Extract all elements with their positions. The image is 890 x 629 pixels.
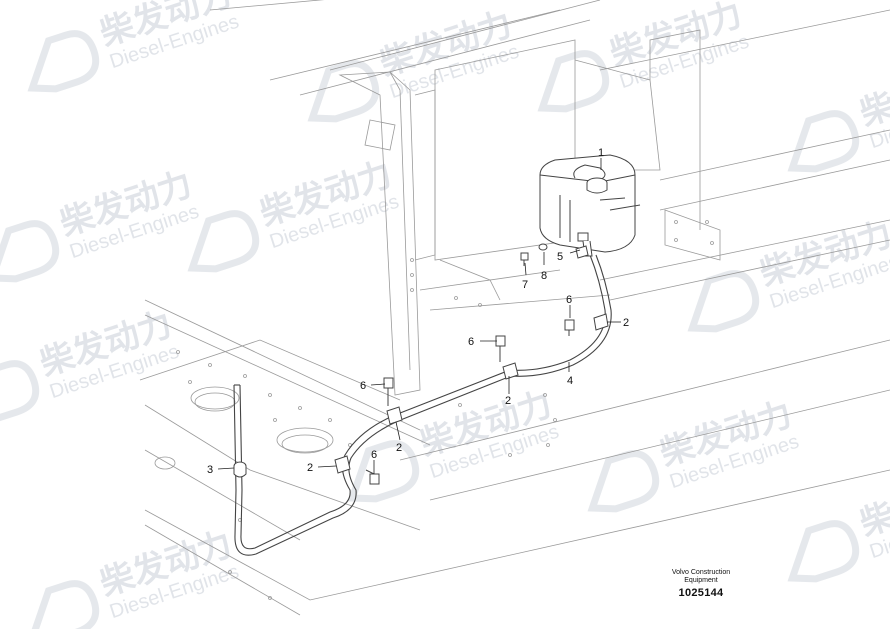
- clamp-icon: [334, 455, 351, 474]
- watermark-logo: 柴发动力 Diesel-Engines: [687, 215, 890, 333]
- callout-4: 4: [567, 375, 573, 387]
- callout-2: 2: [307, 462, 313, 474]
- hardware: [233, 243, 609, 485]
- watermark-logo: 柴发动力 Diesel-Engines: [0, 165, 202, 283]
- caption-company: Volvo Construction: [671, 569, 731, 576]
- leader-lines: [217, 158, 621, 474]
- nozzle-icon: [233, 461, 247, 478]
- callout-1: 1: [598, 147, 604, 159]
- screw-icon: [383, 377, 394, 406]
- screw-icon: [365, 469, 380, 485]
- watermark-logo: 柴发动力 Diesel-Engines: [787, 55, 890, 173]
- watermark-logo: 柴发动力 Diesel-Engines: [347, 385, 562, 503]
- callout-5: 5: [557, 251, 563, 263]
- callout-2: 2: [396, 442, 402, 454]
- clamp-icon: [386, 406, 403, 425]
- clamp-icon: [502, 362, 519, 380]
- callout-labels: 1 2 2 2 2 3 4 5 6 6 6 6 7 8: [207, 147, 629, 476]
- washer-icon: [538, 243, 548, 251]
- washer-reservoir: [539, 154, 641, 257]
- drawing-number: 1025144: [678, 587, 724, 599]
- watermark-logo: 柴发动力 Diesel-Engines: [787, 465, 890, 583]
- callout-7: 7: [522, 279, 528, 291]
- washer-hose: [233, 254, 612, 556]
- screw-icon: [520, 252, 529, 266]
- fitting-icon: [575, 245, 589, 259]
- watermark-cn: 柴发动力: [856, 55, 890, 133]
- caption-company-line2: Equipment: [684, 577, 718, 584]
- screw-icon: [495, 335, 506, 362]
- watermark-logo: 柴发动力 Diesel-Engines: [27, 0, 242, 93]
- callout-3: 3: [207, 464, 213, 476]
- watermark-logo: 柴发动力 Diesel-Engines: [187, 155, 402, 273]
- callout-2: 2: [623, 317, 629, 329]
- callout-6: 6: [468, 336, 474, 348]
- callout-6: 6: [360, 380, 366, 392]
- machine-frame: [139, 0, 890, 616]
- screw-icon: [564, 319, 575, 336]
- callout-2: 2: [505, 395, 511, 407]
- callout-8: 8: [541, 270, 547, 282]
- clamp-icon: [593, 313, 609, 331]
- watermark-logo: 柴发动力 Diesel-Engines: [537, 0, 752, 113]
- drawing-caption: Volvo Construction Equipment 1025144: [646, 569, 756, 599]
- watermark-logo: 柴发动力 Diesel-Engines: [27, 525, 242, 629]
- callout-6: 6: [566, 294, 572, 306]
- callout-6: 6: [371, 449, 377, 461]
- watermark-logo: 柴发动力 Diesel-Engines: [0, 305, 182, 423]
